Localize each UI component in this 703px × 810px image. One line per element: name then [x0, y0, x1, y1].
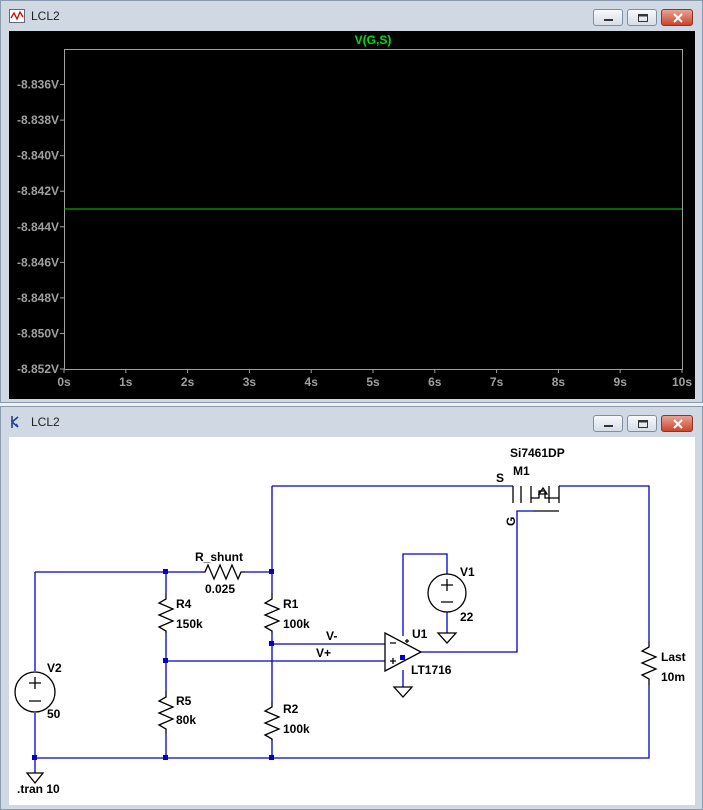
wires: [34, 485, 650, 773]
r-shunt-value-label[interactable]: 0.025: [205, 582, 235, 596]
schematic-window-title: LCL2: [31, 415, 60, 429]
x-tick-label: 1s: [119, 375, 133, 389]
last-ref-label[interactable]: Last: [661, 650, 686, 664]
x-tick-label: 7s: [490, 375, 504, 389]
x-tick-label: 8s: [552, 375, 566, 389]
mosfet-s-label: S: [496, 471, 504, 485]
v-minus-net-label[interactable]: V-: [326, 629, 337, 643]
r4-resistor: [157, 593, 175, 633]
maximize-icon: [638, 420, 648, 428]
x-axis: 0s 1s 2s 3s 4s 5s 6s 7s 8s 9s 10s: [57, 369, 692, 389]
wire-junctions: [32, 569, 405, 760]
r2-ref-label[interactable]: R2: [283, 702, 299, 716]
close-button[interactable]: [661, 9, 693, 26]
r2-resistor: [263, 701, 281, 741]
x-tick-label: 10s: [672, 375, 692, 389]
minimize-button[interactable]: [593, 9, 623, 26]
minimize-icon: [604, 19, 613, 21]
r5-ref-label[interactable]: R5: [176, 694, 192, 708]
close-icon: [673, 13, 683, 23]
v2-source: [14, 671, 56, 713]
r5-value-label[interactable]: 80k: [176, 713, 196, 727]
y-tick-label: -8.836V: [17, 78, 59, 92]
r4-value-label[interactable]: 150k: [176, 617, 203, 631]
ground-symbol: [25, 772, 45, 785]
x-tick-label: 2s: [181, 375, 195, 389]
plot-area[interactable]: V(G,S) -8.836V -8.838V -8.840V -8.842V -8.84…: [9, 31, 695, 399]
maximize-button[interactable]: [627, 9, 657, 26]
waveform-app-icon: [9, 9, 25, 23]
y-tick-label: -8.840V: [17, 149, 59, 163]
y-tick-label: -8.850V: [17, 326, 59, 340]
plot-window-titlebar[interactable]: LCL2: [1, 1, 702, 31]
r1-ref-label[interactable]: R1: [283, 597, 299, 611]
r5-resistor: [157, 691, 175, 734]
spice-directive[interactable]: .tran 10: [17, 782, 60, 796]
r1-value-label[interactable]: 100k: [283, 617, 310, 631]
schematic-canvas[interactable]: Si7461DP M1 S G R_shunt 0.025 V1 22 R4 1…: [9, 437, 695, 805]
schematic-maximize-button[interactable]: [627, 415, 657, 432]
schematic-drawing[interactable]: Si7461DP M1 S G R_shunt 0.025 V1 22 R4 1…: [9, 437, 695, 805]
ground-symbol: [392, 686, 414, 698]
r2-value-label[interactable]: 100k: [283, 722, 310, 736]
v1-source: [427, 573, 467, 613]
y-tick-label: -8.848V: [17, 291, 59, 305]
schematic-labels: Si7461DP M1 S G R_shunt 0.025 V1 22 R4 1…: [17, 446, 686, 796]
waveform-plot[interactable]: V(G,S) -8.836V -8.838V -8.840V -8.842V -8.84…: [9, 31, 695, 399]
close-icon: [673, 419, 683, 429]
schematic-window-titlebar[interactable]: LCL2: [1, 407, 702, 437]
x-tick-label: 4s: [305, 375, 319, 389]
last-value-label[interactable]: 10m: [661, 670, 685, 684]
x-tick-label: 5s: [366, 375, 380, 389]
y-tick-label: -8.838V: [17, 113, 59, 127]
maximize-icon: [638, 14, 648, 22]
x-tick-label: 6s: [428, 375, 442, 389]
v1-value-label[interactable]: 22: [460, 610, 474, 624]
y-axis: -8.836V -8.838V -8.840V -8.842V -8.844V -8.84…: [17, 78, 64, 376]
r4-ref-label[interactable]: R4: [176, 597, 192, 611]
mosfet-g-label: G: [504, 517, 518, 526]
schematic-window: LCL2: [0, 406, 703, 810]
v2-ref-label[interactable]: V2: [47, 661, 62, 675]
u1-part-label[interactable]: LT1716: [411, 663, 452, 677]
r1-resistor: [263, 593, 281, 633]
ground-symbol: [436, 632, 458, 644]
plot-window: LCL2 V(G,S) -8.836V -8.838V -8.840V -8.842V…: [0, 0, 703, 403]
v1-ref-label[interactable]: V1: [460, 565, 475, 579]
mosfet-ref-label[interactable]: M1: [513, 464, 530, 478]
plot-window-title: LCL2: [31, 9, 60, 23]
r-shunt-resistor: [201, 563, 245, 581]
schematic-app-icon: [11, 416, 19, 428]
x-tick-label: 9s: [614, 375, 628, 389]
x-tick-label: 0s: [57, 375, 71, 389]
r-shunt-ref-label[interactable]: R_shunt: [195, 550, 243, 564]
y-tick-label: -8.846V: [17, 255, 59, 269]
op-amp-u1: [384, 631, 423, 673]
y-tick-label: -8.852V: [17, 362, 59, 376]
schematic-minimize-button[interactable]: [593, 415, 623, 432]
v-plus-net-label[interactable]: V+: [316, 646, 331, 660]
mosfet-part-label[interactable]: Si7461DP: [510, 446, 565, 460]
y-tick-label: -8.844V: [17, 220, 59, 234]
u1-ref-label[interactable]: U1: [412, 627, 428, 641]
components: [14, 486, 658, 785]
v2-value-label[interactable]: 50: [47, 707, 61, 721]
minimize-icon: [604, 425, 613, 427]
y-tick-label: -8.842V: [17, 184, 59, 198]
x-tick-label: 3s: [243, 375, 257, 389]
schematic-close-button[interactable]: [661, 415, 693, 432]
trace-label[interactable]: V(G,S): [355, 33, 392, 47]
mosfet-m1: [512, 486, 560, 512]
last-resistor: [640, 641, 658, 685]
